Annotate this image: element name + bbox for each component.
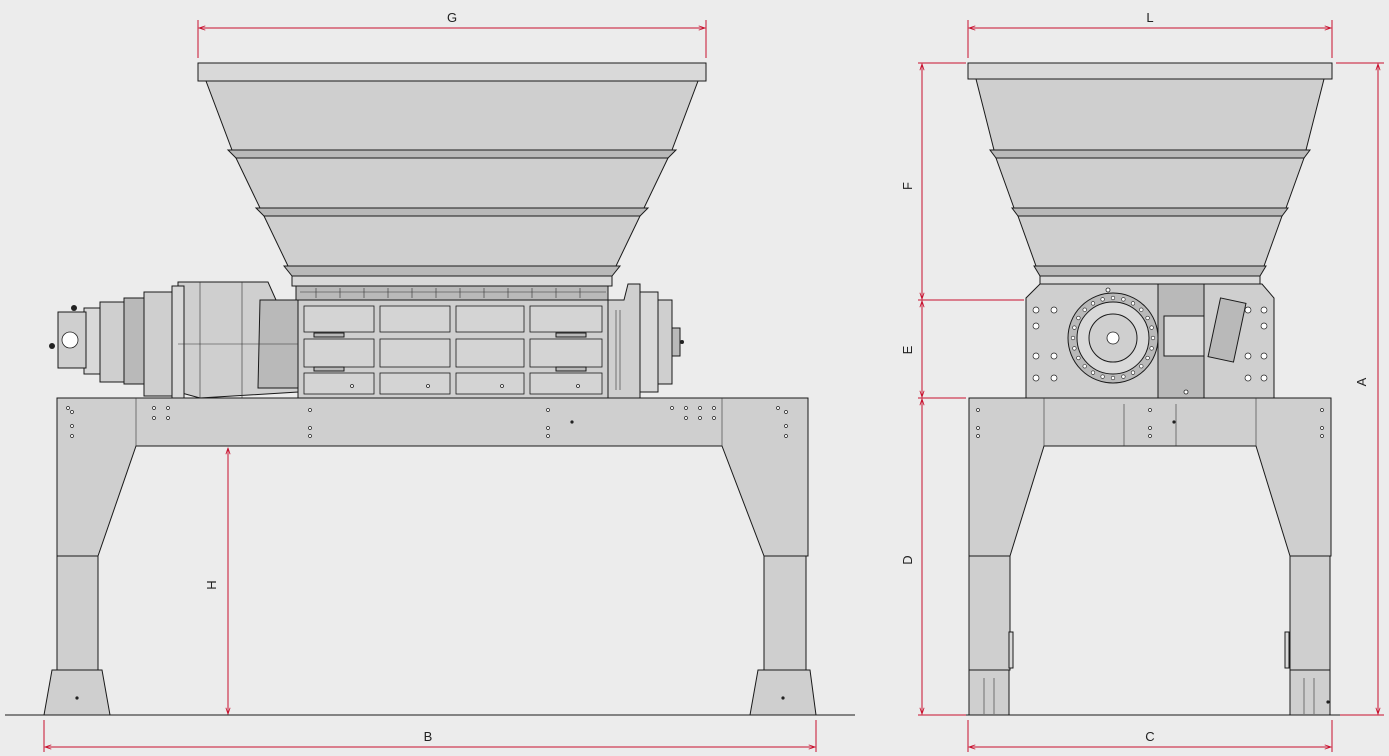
flange-bolt <box>1090 301 1096 306</box>
dimension-label-g: G <box>447 10 457 25</box>
front-cutting-chamber <box>295 285 609 401</box>
dimension-b: B <box>43 720 817 752</box>
flange-bolt <box>1149 346 1154 351</box>
flange-bolt <box>1100 297 1105 302</box>
flange-bolt <box>1076 355 1081 361</box>
flange-bolt <box>1072 325 1077 330</box>
flange-bolt <box>1139 364 1144 369</box>
dimension-label-d: D <box>900 555 915 564</box>
dimension-label-b: B <box>424 729 433 744</box>
dimension-l: L <box>967 10 1333 58</box>
dimension-label-f: F <box>900 182 915 190</box>
flange-bolt <box>1110 295 1116 301</box>
dimension-g: G <box>197 10 707 58</box>
flange-bolt <box>1130 301 1136 306</box>
flange-bolt <box>1070 335 1076 341</box>
dimension-label-l: L <box>1146 10 1153 25</box>
side-cutting-housing <box>1025 283 1275 399</box>
dimension-label-e: E <box>900 345 915 354</box>
flange-bolt <box>1145 315 1150 321</box>
dimension-h: H <box>204 448 228 714</box>
dimension-c: C <box>967 720 1333 752</box>
flange-bolt <box>1100 374 1105 379</box>
dimension-f-e-d: F E D <box>900 62 1024 716</box>
flange-bolt <box>1090 370 1096 375</box>
side-base-frame <box>968 397 1332 716</box>
flange-bolt <box>1150 335 1156 341</box>
flange-bolt <box>1082 307 1087 312</box>
flange-bolt <box>1072 346 1077 351</box>
dimension-a: A <box>1336 62 1384 716</box>
flange-bolt <box>1121 374 1126 379</box>
front-drive-unit <box>49 281 299 399</box>
flange-bolt <box>1121 297 1126 302</box>
flange-bolt <box>1149 325 1154 330</box>
dimension-label-a: A <box>1354 377 1369 386</box>
side-view: L A F E D C <box>900 10 1384 752</box>
side-hopper <box>967 62 1333 285</box>
dimension-label-c: C <box>1145 729 1154 744</box>
flange-bolt <box>1145 355 1150 361</box>
front-right-bearing <box>607 283 684 401</box>
dimension-label-h: H <box>204 580 219 589</box>
front-view: G H B <box>5 10 855 752</box>
flange-bolt <box>1130 370 1136 375</box>
flange-bolt <box>1110 375 1116 381</box>
front-base-frame <box>43 397 817 716</box>
front-hopper <box>197 62 707 287</box>
flange-bolt <box>1139 307 1144 312</box>
flange-bolt <box>1076 315 1081 321</box>
flange-bolt <box>1082 364 1087 369</box>
